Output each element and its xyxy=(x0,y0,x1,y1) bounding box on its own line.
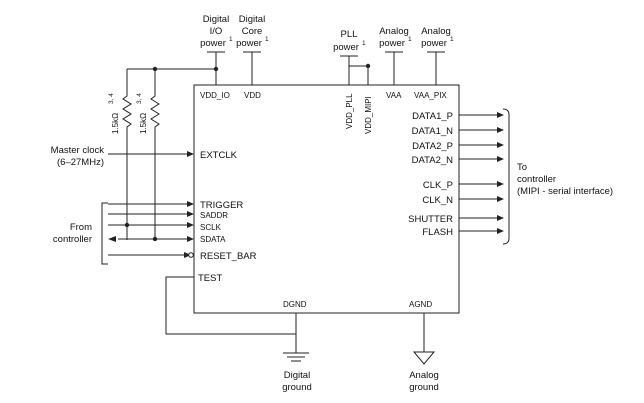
analog-footnote: 1 xyxy=(408,36,412,43)
pin-test: TEST xyxy=(198,273,222,284)
master-clock-freq: (6–27MHz) xyxy=(57,157,104,168)
sdata-back-arrowhead xyxy=(108,236,116,242)
rail-junction-dot-2 xyxy=(213,66,219,72)
pin-sdata: SDATA xyxy=(200,235,226,244)
digital-core-footnote: 1 xyxy=(265,36,269,43)
pin-vaa: VAA xyxy=(386,91,402,100)
pll-footnote: 1 xyxy=(362,40,366,47)
pin-data1-p: DATA1_P xyxy=(412,111,453,122)
pll-power-label-2: power xyxy=(333,42,359,53)
resistor1-note: 3, 4 xyxy=(108,93,115,104)
analog-power-label-1: Analog xyxy=(379,26,409,37)
to-controller-label-3: (MIPI - serial interface) xyxy=(517,186,613,197)
pin-vdd: VDD xyxy=(244,91,261,100)
digital-io-power-label-3: power xyxy=(200,38,226,49)
pll-junction-dot xyxy=(365,63,371,69)
pin-flash: FLASH xyxy=(422,227,453,238)
pullup-resistor-1 xyxy=(122,69,132,240)
pin-vdd-pll: VDD_PLL xyxy=(345,93,354,129)
pin-data2-p: DATA2_P xyxy=(412,141,453,152)
pin-data2-n: DATA2_N xyxy=(412,155,453,166)
analog-ground-symbol xyxy=(412,351,436,365)
resistor2-value: 1.5kΩ xyxy=(139,113,148,134)
pin-dgnd: DGND xyxy=(283,300,307,309)
pin-saddr: SADDR xyxy=(200,211,228,220)
digital-ground-label-2: ground xyxy=(282,382,312,393)
digital-io-footnote: 1 xyxy=(229,36,233,43)
analog-pix-power-label-2: power xyxy=(421,38,447,49)
test-to-ground-wire xyxy=(165,276,296,335)
pin-clk-n: CLK_N xyxy=(422,195,453,206)
resistor1-value: 1.5kΩ xyxy=(111,113,120,134)
pin-trigger: TRIGGER xyxy=(200,200,243,211)
to-controller-bracket xyxy=(502,108,510,245)
pullup-resistor-2 xyxy=(150,69,160,240)
pin-vaa-pix: VAA_PIX xyxy=(414,91,447,100)
resistor2-note: 3, 4 xyxy=(136,93,143,104)
pin-clk-p: CLK_P xyxy=(423,180,453,191)
analog-power-label-2: power xyxy=(379,38,405,49)
pin-sclk: SCLK xyxy=(200,223,222,232)
from-controller-label-2: controller xyxy=(53,234,92,245)
reset-inversion-bubble xyxy=(188,252,194,258)
digital-io-power-label-1: Digital xyxy=(203,14,229,25)
pin-agnd: AGND xyxy=(409,300,432,309)
from-controller-bracket xyxy=(101,202,108,265)
digital-core-power-label-2: Core xyxy=(242,26,263,37)
digital-ground-symbol xyxy=(283,352,309,362)
to-controller-label-2: controller xyxy=(517,174,556,185)
digital-core-power-label-1: Digital xyxy=(239,14,265,25)
to-controller-label-1: To xyxy=(517,162,527,173)
analog-ground-label-2: ground xyxy=(409,382,439,393)
digital-io-power-label-2: I/O xyxy=(210,26,223,37)
pin-extclk: EXTCLK xyxy=(200,150,238,161)
analog-ground-label-1: Analog xyxy=(409,370,439,381)
analog-pix-footnote: 1 xyxy=(450,36,454,43)
digital-core-power-label-3: power xyxy=(236,38,262,49)
from-controller-label-1: From xyxy=(70,222,92,233)
analog-pix-power-label-1: Analog xyxy=(421,26,451,37)
pin-data1-n: DATA1_N xyxy=(412,126,453,137)
master-clock-label: Master clock xyxy=(51,145,105,156)
pll-power-label-1: PLL xyxy=(341,29,358,40)
pin-shutter: SHUTTER xyxy=(408,214,453,225)
pin-reset-bar: RESET_BAR xyxy=(200,251,257,262)
pin-vdd-mipi: VDD_MIPI xyxy=(364,96,373,134)
pin-vdd-io: VDD_IO xyxy=(200,91,230,100)
digital-ground-label-1: Digital xyxy=(284,370,310,381)
